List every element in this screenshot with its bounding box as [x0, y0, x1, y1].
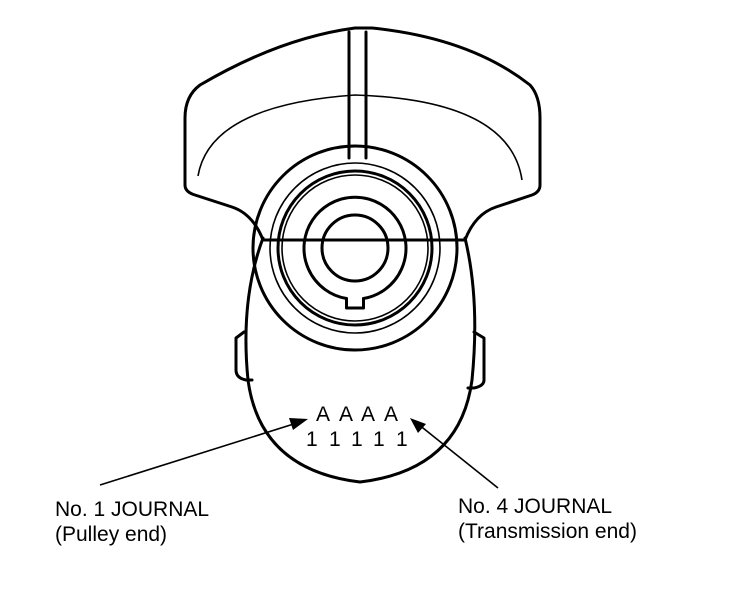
journal-ring-2: [276, 169, 434, 327]
code-bottom-5: 1: [396, 428, 408, 451]
code-top-2: A: [339, 403, 353, 426]
code-bottom-2: 1: [329, 428, 341, 451]
counterweight-outline: [183, 26, 542, 242]
right-tab: [466, 330, 486, 390]
keyway: [345, 297, 365, 310]
crank-web-outline: [244, 236, 477, 484]
code-top-3: A: [361, 403, 375, 426]
left-tab: [234, 330, 254, 382]
bore-outline: [302, 195, 408, 300]
callout-journal-4: No. 4 JOURNAL (Transmission end): [458, 494, 637, 544]
callout-journal-1-title: No. 1 JOURNAL: [55, 498, 210, 521]
callout-journal-1-subtitle: (Pulley end): [55, 523, 168, 546]
arrowhead-journal-1: [289, 418, 308, 430]
callout-journal-4-subtitle: (Transmission end): [458, 520, 637, 543]
callout-journal-1: No. 1 JOURNAL (Pulley end): [55, 497, 209, 547]
code-bottom-1: 1: [306, 428, 318, 451]
counterweight-inner-arc: [197, 94, 523, 181]
callout-journal-4-title: No. 4 JOURNAL: [458, 495, 613, 518]
journal-outer-circle: [251, 144, 459, 352]
bore-inner-circle: [320, 213, 390, 283]
code-bottom-3: 1: [351, 428, 363, 451]
arrowhead-journal-4: [410, 418, 426, 433]
code-top-1: A: [316, 403, 330, 426]
code-top-4: A: [384, 403, 398, 426]
journal-ring-3: [281, 174, 429, 322]
code-bottom-4: 1: [373, 428, 385, 451]
leader-line-journal-1: [99, 421, 301, 486]
journal-ring-1: [269, 162, 441, 334]
leader-line-journal-4: [417, 423, 499, 489]
